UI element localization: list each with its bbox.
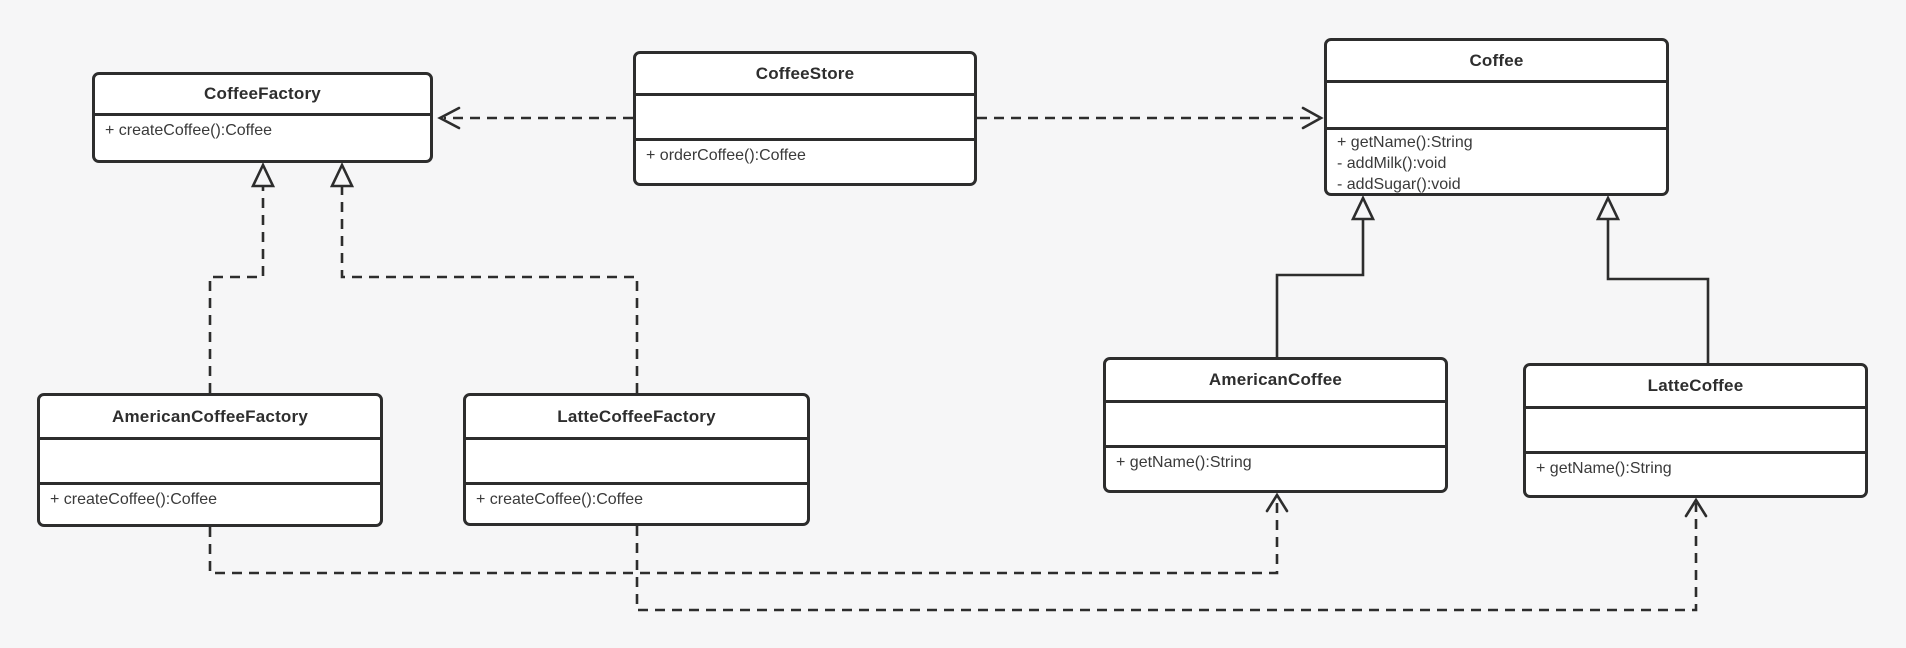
dependency-coffeestore-to-coffee[interactable] — [977, 106, 1324, 130]
class-americancoffee[interactable]: AmericanCoffee + getName():String — [1103, 357, 1448, 493]
class-methods: + getName():String - addMilk():void - ad… — [1327, 127, 1666, 193]
class-coffee[interactable]: Coffee + getName():String - addMilk():vo… — [1324, 38, 1669, 196]
method-entry: + getName():String — [1337, 134, 1473, 151]
method-entry: + createCoffee():Coffee — [50, 491, 218, 508]
realization-americancoffeefactory-to-coffeefactory[interactable] — [208, 161, 276, 393]
method-entry: + getName():String — [1116, 454, 1252, 471]
class-lattecoffee[interactable]: LatteCoffee + getName():String — [1523, 363, 1868, 498]
method-entry: - addSugar():void — [1337, 176, 1461, 193]
class-title: Coffee — [1469, 50, 1524, 70]
class-title: LatteCoffeeFactory — [557, 406, 716, 426]
class-title: AmericanCoffeeFactory — [112, 406, 308, 426]
class-title: LatteCoffee — [1647, 376, 1744, 395]
dependency-coffeestore-to-coffeefactory[interactable] — [437, 106, 633, 130]
class-methods: + createCoffee():Coffee — [40, 482, 380, 524]
hollow-triangle-icon — [1595, 194, 1621, 221]
class-fields-empty — [636, 93, 974, 138]
class-fields-empty — [466, 437, 807, 482]
dependency-lattecoffeefactory-to-lattecoffee[interactable] — [635, 497, 1708, 612]
method-entry: + getName():String — [1536, 460, 1672, 477]
class-fields-empty — [1526, 406, 1865, 451]
hollow-triangle-icon — [250, 161, 276, 188]
class-title: CoffeeFactory — [204, 84, 321, 103]
method-entry: + orderCoffee():Coffee — [646, 147, 806, 164]
method-entry: + createCoffee():Coffee — [476, 491, 644, 508]
open-arrow-icon — [1265, 492, 1289, 513]
class-coffeefactory[interactable]: CoffeeFactory + createCoffee():Coffee — [92, 72, 433, 163]
class-methods: + createCoffee():Coffee — [95, 113, 430, 160]
open-arrow-icon — [1684, 497, 1708, 518]
method-entry: - addMilk():void — [1337, 155, 1447, 172]
class-methods: + getName():String — [1106, 445, 1445, 490]
class-methods: + orderCoffee():Coffee — [636, 138, 974, 183]
class-fields-empty — [40, 437, 380, 482]
class-americancoffeefactory[interactable]: AmericanCoffeeFactory + createCoffee():C… — [37, 393, 383, 527]
class-fields-empty — [1327, 80, 1666, 127]
dependency-americancoffeefactory-to-americancoffee[interactable] — [208, 492, 1289, 575]
hollow-triangle-icon — [329, 161, 355, 188]
class-coffeestore[interactable]: CoffeeStore + orderCoffee():Coffee — [633, 51, 977, 186]
class-title: CoffeeStore — [755, 63, 855, 83]
open-arrow-icon — [437, 106, 461, 130]
generalization-americancoffee-to-coffee[interactable] — [1275, 194, 1376, 357]
realization-lattecoffeefactory-to-coffeefactory[interactable] — [329, 161, 639, 393]
hollow-triangle-icon — [1350, 194, 1376, 221]
open-arrow-icon — [1301, 106, 1324, 130]
class-fields-empty — [1106, 400, 1445, 445]
class-methods: + createCoffee():Coffee — [466, 482, 807, 523]
generalization-lattecoffee-to-coffee[interactable] — [1595, 194, 1710, 363]
class-methods: + getName():String — [1526, 451, 1865, 495]
class-title: AmericanCoffee — [1208, 370, 1343, 389]
class-lattecoffeefactory[interactable]: LatteCoffeeFactory + createCoffee():Coff… — [463, 393, 810, 526]
method-entry: + createCoffee():Coffee — [105, 122, 273, 139]
